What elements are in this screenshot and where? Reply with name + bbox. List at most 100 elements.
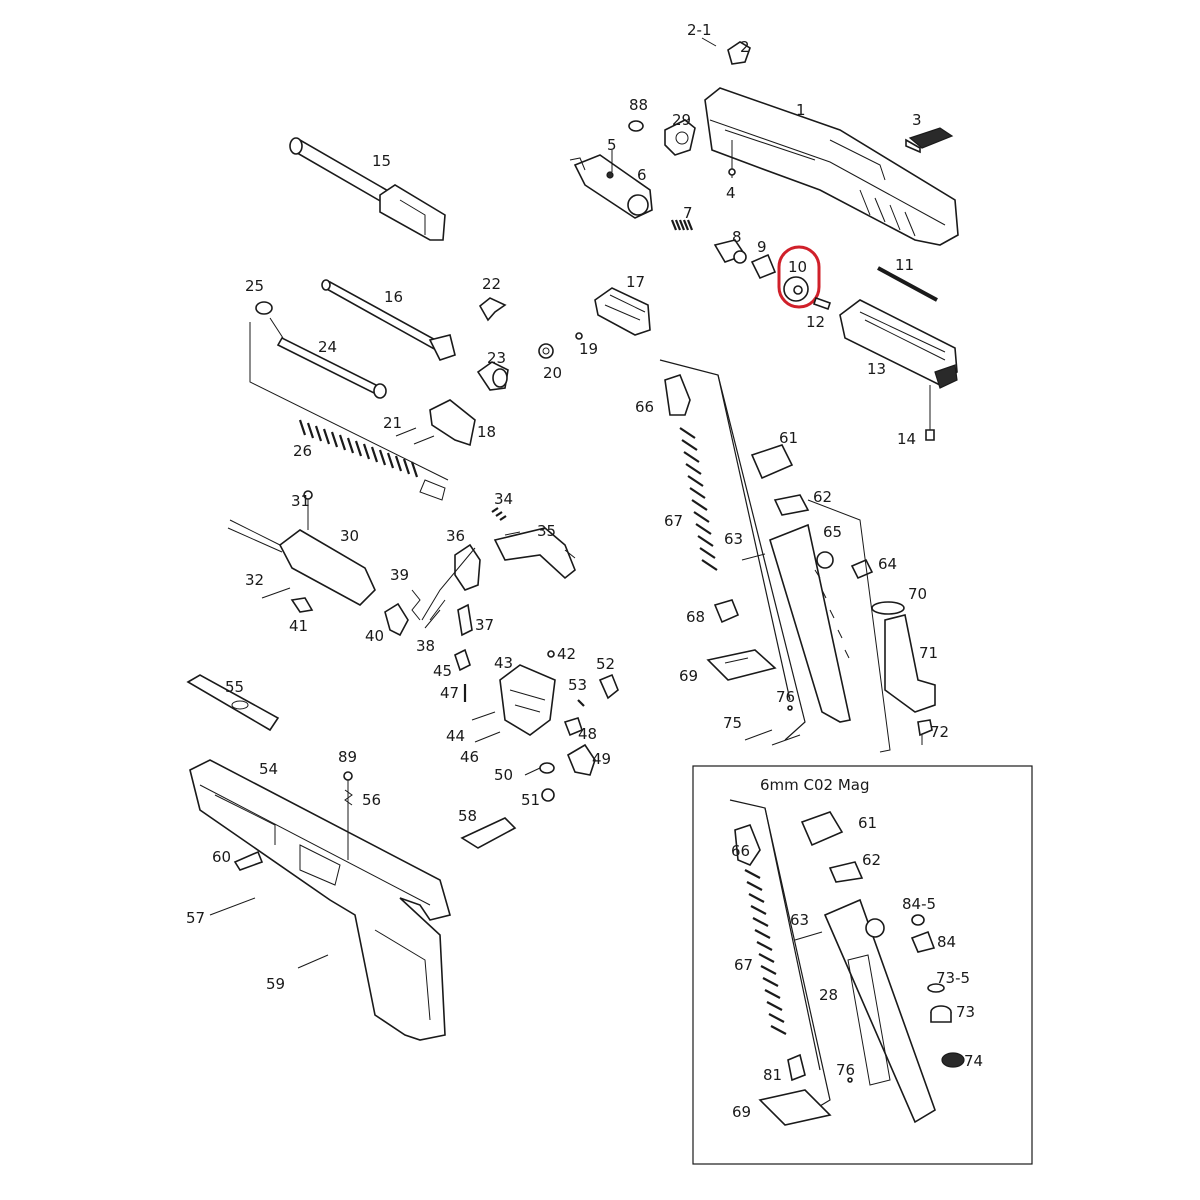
part-37	[457, 603, 473, 637]
valve-part-8	[713, 239, 747, 264]
inset-label-61: 61	[858, 814, 877, 832]
label-24: 24	[318, 338, 337, 356]
part-36	[454, 543, 481, 591]
pin-part-63	[741, 553, 766, 561]
inset-part-84	[910, 930, 936, 953]
inset-part-74	[941, 1052, 965, 1068]
label-66: 66	[635, 398, 654, 416]
screw-part-14	[925, 385, 935, 441]
part-23	[476, 361, 509, 391]
part-60	[233, 850, 264, 871]
slide-part-1	[704, 87, 959, 246]
inset-label-63: 63	[790, 911, 809, 929]
label-20: 20	[543, 364, 562, 382]
leader-lines-mag	[807, 499, 891, 753]
spring-part-39	[411, 589, 421, 621]
inset-oring-part-73-5	[927, 983, 945, 993]
hammer-housing-part-43	[499, 664, 556, 736]
inset-baseplate-part-69	[758, 1089, 832, 1126]
label-65: 65	[823, 523, 842, 541]
inset-label-76: 76	[836, 1061, 855, 1079]
label-64: 64	[878, 555, 897, 573]
part-20	[538, 343, 554, 359]
inset-oring-part-84-5	[911, 914, 925, 926]
label-18: 18	[477, 423, 496, 441]
spring-part-53	[577, 699, 585, 707]
label-7: 7	[683, 204, 693, 222]
label-53: 53	[568, 676, 587, 694]
part-48	[563, 717, 583, 737]
slide-insert-part-2	[727, 41, 751, 65]
part-76	[787, 705, 793, 711]
label-34: 34	[494, 490, 513, 508]
label-6: 6	[637, 166, 647, 184]
nozzle-guide-part-29	[664, 119, 696, 156]
clip-part-51	[541, 788, 555, 802]
inset-part-73	[930, 1005, 952, 1023]
part-30	[227, 519, 376, 606]
label-67: 67	[664, 512, 683, 530]
label-13: 13	[867, 360, 886, 378]
label-88: 88	[629, 96, 648, 114]
label-48: 48	[578, 725, 597, 743]
label-25: 25	[245, 277, 264, 295]
label-2-1: 2-1	[687, 21, 712, 39]
inset-label-84: 84	[937, 933, 956, 951]
pin-part-75	[744, 729, 801, 746]
label-26: 26	[293, 442, 312, 460]
frame-part-54	[189, 759, 451, 1041]
label-22: 22	[482, 275, 501, 293]
label-8: 8	[732, 228, 742, 246]
screw-part-31	[303, 490, 313, 530]
part-38	[424, 599, 446, 629]
label-3: 3	[912, 111, 922, 129]
mag-body-part-65	[769, 523, 851, 723]
inset-label-84-5: 84-5	[902, 895, 936, 913]
inset-part-76	[847, 1077, 853, 1083]
label-49: 49	[592, 750, 611, 768]
label-43: 43	[494, 654, 513, 672]
label-52: 52	[596, 655, 615, 673]
spring-part-7	[670, 219, 694, 231]
label-17: 17	[626, 273, 645, 291]
leader-lines-trigger	[421, 531, 576, 621]
part-71	[884, 614, 936, 713]
label-12: 12	[806, 313, 825, 331]
label-40: 40	[365, 627, 384, 645]
inset-label-66: 66	[731, 842, 750, 860]
pin-part-2-1	[701, 37, 717, 47]
label-47: 47	[440, 684, 459, 702]
label-89: 89	[338, 748, 357, 766]
inset-label-67: 67	[734, 956, 753, 974]
part-10	[783, 276, 809, 302]
label-62: 62	[813, 488, 832, 506]
part-41	[290, 597, 314, 613]
pin-part-42	[547, 650, 555, 658]
label-37: 37	[475, 616, 494, 634]
inset-label-69: 69	[732, 1103, 751, 1121]
inset-part-81	[787, 1053, 806, 1082]
label-19: 19	[579, 340, 598, 358]
label-21: 21	[383, 414, 402, 432]
oring-part-88	[628, 120, 644, 132]
label-51: 51	[521, 791, 540, 809]
takedown-part-58	[460, 817, 517, 849]
label-10: 10	[788, 258, 807, 276]
nozzle-part-6	[569, 154, 653, 219]
part-49	[566, 743, 596, 776]
inset-label-62: 62	[862, 851, 881, 869]
part-18	[429, 399, 476, 447]
part-62	[773, 494, 810, 516]
blowback-housing-part-13	[839, 299, 958, 389]
inset-part-66	[734, 824, 761, 866]
part-68	[713, 599, 740, 624]
label-57: 57	[186, 909, 205, 927]
label-44: 44	[446, 727, 465, 745]
screw-part-21	[395, 427, 435, 445]
spring-part-67	[679, 427, 718, 571]
part-17	[594, 287, 651, 336]
inset-label-73: 73	[956, 1003, 975, 1021]
baseplate-part-69	[706, 649, 777, 681]
part-40	[384, 602, 409, 637]
